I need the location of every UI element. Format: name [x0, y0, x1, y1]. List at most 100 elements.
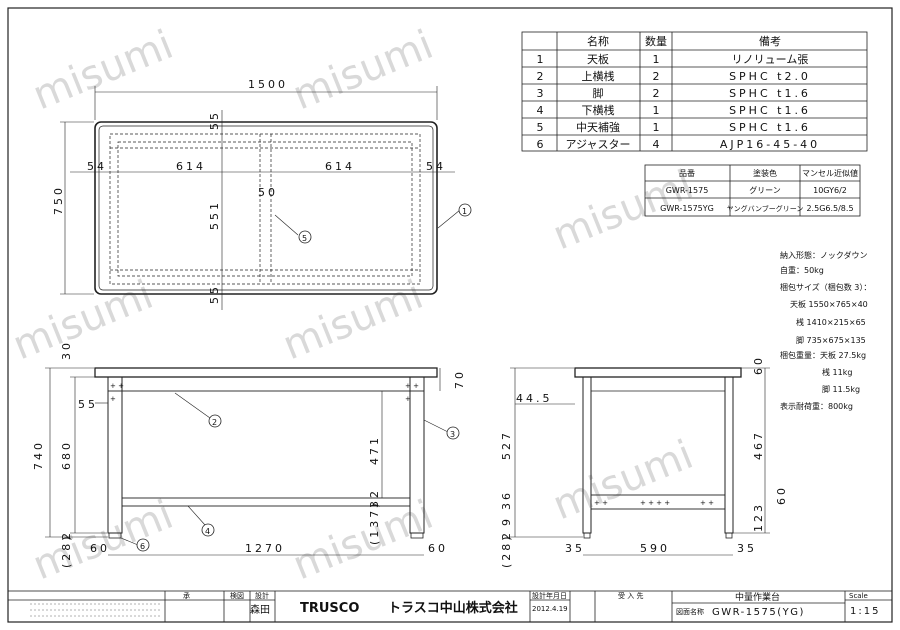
svg-text:+ +: + +	[110, 382, 124, 390]
title-block-text: 承 検図 設計 森田 TRUSCO トラスコ中山株式会社 設計年月日 2012.…	[183, 591, 880, 618]
parts-row-name: 脚	[593, 86, 604, 100]
note-line: 表示耐荷重：800kg	[780, 401, 853, 411]
label-drawing-name: 図面名称	[676, 607, 704, 616]
title-block	[7, 590, 893, 623]
svg-text:+ + + +: + + + +	[640, 499, 670, 507]
svg-text:+: +	[110, 395, 116, 403]
dim-side-upper: 527	[500, 430, 513, 460]
note-line: 桟 1410×215×65	[796, 317, 866, 327]
dim-bottom-margin: 55	[208, 284, 221, 304]
dim-side-span: 590	[640, 542, 670, 555]
dim-center: 50	[258, 186, 278, 199]
parts-row-qty: 4	[653, 138, 660, 151]
dim-side-top: 60	[752, 355, 765, 375]
parts-row-qty: 1	[653, 53, 660, 66]
dim-left-margin: 54	[87, 160, 107, 173]
dim-right-span: 614	[325, 160, 355, 173]
side-rivets: + + + + + + + +	[594, 499, 714, 507]
front-callouts: 2 3 4 6	[136, 414, 460, 552]
plan-dims: 1500 54 614 50 614 54 750 55 551 55	[52, 78, 443, 304]
parts-row-note: AJP16-45-40	[720, 138, 820, 151]
note-line: 桟 11kg	[822, 367, 852, 377]
parts-row-no: 5	[537, 121, 544, 134]
plan-callouts: 1 5	[298, 203, 472, 244]
parts-row-name: 天板	[587, 52, 609, 66]
dim-top-margin: 55	[208, 110, 221, 130]
parts-row-name: 中天補強	[576, 121, 620, 134]
dim-inner-depth: 551	[208, 200, 221, 230]
label-customer: 受 入 先	[618, 591, 643, 600]
color-cell: GWR-1575YG	[660, 204, 714, 213]
parts-row-qty: 1	[653, 104, 660, 117]
dim-right-leg: 60	[428, 542, 448, 555]
dim-span: 1270	[245, 542, 285, 555]
callout-2: 2	[212, 418, 217, 427]
dim-left-span: 614	[176, 160, 206, 173]
color-header-munsell: マンセル近似値	[802, 168, 858, 178]
spec-notes: 納入形態：ノックダウン 自重：50kg 梱包サイズ（梱包数 3）： 天板 155…	[780, 250, 871, 411]
design-date: 2012.4.19	[532, 605, 568, 613]
parts-row-name: アジャスター	[565, 138, 630, 151]
dim-overall-width: 1500	[248, 78, 288, 91]
side-dims: 60 44.5 527 467 60 36 9 123 2 (28) 35 59…	[500, 355, 788, 568]
dim-inner-height: 471	[368, 435, 381, 465]
front-view	[45, 367, 449, 556]
dim-adjuster-bottom: (28)	[60, 533, 73, 568]
callout-3: 3	[450, 430, 455, 439]
dim-side-36: 36	[500, 490, 513, 510]
designer-name: 森田	[250, 603, 270, 616]
dim-side-offset: 44.5	[516, 392, 553, 405]
parts-row-no: 6	[537, 138, 544, 151]
watermark-text: misumi	[27, 22, 180, 119]
dim-total-height: 740	[32, 440, 45, 470]
label-check: 検図	[230, 591, 244, 600]
dim-side-right-upper: 467	[752, 430, 765, 460]
parts-row-name: 上横桟	[582, 69, 615, 83]
dim-leg-height: 680	[60, 440, 73, 470]
callout-1: 1	[462, 207, 467, 216]
color-cell: ヤングバンブーグリーン	[727, 204, 804, 213]
watermark-text: misumi	[7, 272, 160, 369]
front-dims: 30 70 55 740 680 471 32 (137) 2 (28) 60 …	[32, 340, 466, 568]
parts-row-no: 2	[537, 70, 544, 83]
side-view	[510, 367, 770, 556]
dim-left-leg: 60	[90, 542, 110, 555]
parts-row-qty: 2	[653, 70, 660, 83]
title-block-hatch	[30, 603, 160, 617]
callout-5: 5	[302, 234, 307, 243]
dim-side-left-leg: 35	[565, 542, 585, 555]
parts-table	[521, 31, 868, 152]
parts-row-note: リノリューム張	[732, 53, 809, 66]
brand-logo-text: TRUSCO	[300, 601, 359, 616]
dim-beam-offset: 55	[78, 398, 98, 411]
callout-6: 6	[140, 542, 145, 551]
parts-table-text: 名称 数量 備考 1 天板 1 リノリューム張 2 上横桟 2 SPHC t2.…	[537, 34, 820, 151]
plan-view	[60, 86, 461, 310]
parts-row-name: 下横桟	[582, 103, 615, 117]
label-approve: 承	[183, 591, 190, 600]
parts-row-note: SPHC t1.6	[729, 87, 811, 100]
dim-side-right-leg: 35	[737, 542, 757, 555]
drawing-title: 中量作業台	[735, 591, 780, 603]
drawing-scale: 1:15	[850, 606, 880, 617]
label-date: 設計年月日	[532, 591, 567, 600]
label-scale: Scale	[849, 592, 868, 600]
note-line: 脚 735×675×135	[796, 335, 866, 345]
dim-adjuster: 2	[60, 530, 73, 540]
dim-lower-gap: (137)	[368, 500, 381, 545]
parts-row-no: 1	[537, 53, 544, 66]
svg-text:+: +	[405, 395, 411, 403]
dim-side-right-lower: 123	[752, 502, 765, 532]
svg-text:+ +: + +	[594, 499, 608, 507]
note-line: 納入形態：ノックダウン	[780, 250, 868, 260]
dim-beam-height: 70	[453, 369, 466, 389]
color-table-text: 品番 塗装色 マンセル近似値 GWR-1575 グリーン 10GY6/2 GWR…	[660, 168, 858, 213]
color-cell: 10GY6/2	[813, 186, 847, 195]
front-rivets: + ++ + ++	[110, 382, 419, 403]
parts-row-qty: 2	[653, 87, 660, 100]
note-line: 梱包重量：天板 27.5kg	[780, 350, 866, 360]
color-cell: 2.5G6.5/8.5	[806, 204, 853, 213]
callout-4: 4	[205, 527, 210, 536]
dim-top-thickness: 30	[60, 340, 73, 360]
